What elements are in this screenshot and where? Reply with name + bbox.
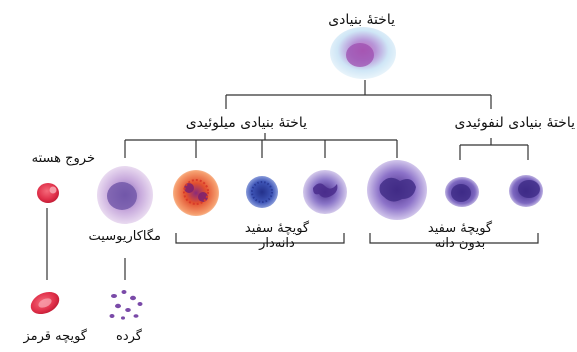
agranular-wbc-label: گویچهٔ سفید بدون دانه <box>395 221 525 252</box>
platelets-cluster <box>109 290 143 320</box>
red-blood-cell-label: گویچه قرمز <box>23 329 87 344</box>
agranular-wbc-line1: گویچهٔ سفید <box>427 221 493 236</box>
nucleus-exit-cell <box>37 183 59 203</box>
granular-wbc-label: گویچهٔ سفید دانه‌دار <box>212 221 342 252</box>
lymphocyte-right-cell <box>509 175 543 207</box>
platelets-label: گرده <box>116 329 142 344</box>
megakaryocyte-label: مگاکاریوسیت <box>88 229 161 244</box>
lymphoid-stem-cell-label: یاختهٔ بنیادی لنفوئیدی <box>454 115 575 131</box>
agranular-wbc-line2: بدون دانه <box>434 235 486 251</box>
lymphocyte-left-cell <box>445 177 479 207</box>
myeloid-stem-cell-label: یاختهٔ بنیادی میلوئیدی <box>185 115 307 131</box>
neutrophil-cell <box>303 170 347 214</box>
root-stem-cell <box>330 27 396 79</box>
root-stem-cell-label: یاختهٔ بنیادی <box>328 12 395 28</box>
eosinophil-cell <box>173 170 219 216</box>
monocyte-cell <box>367 160 427 220</box>
basophil-cell <box>246 176 278 208</box>
connector-lines <box>46 80 539 280</box>
granular-bracket <box>175 233 345 244</box>
agranular-bracket <box>369 233 539 244</box>
red-blood-cell <box>30 291 60 315</box>
megakaryocyte-cell <box>97 166 153 224</box>
granular-wbc-line2: دانه‌دار <box>259 235 295 251</box>
granular-wbc-line1: گویچهٔ سفید <box>244 221 310 236</box>
nucleus-exit-label: خروج هسته <box>31 151 95 166</box>
